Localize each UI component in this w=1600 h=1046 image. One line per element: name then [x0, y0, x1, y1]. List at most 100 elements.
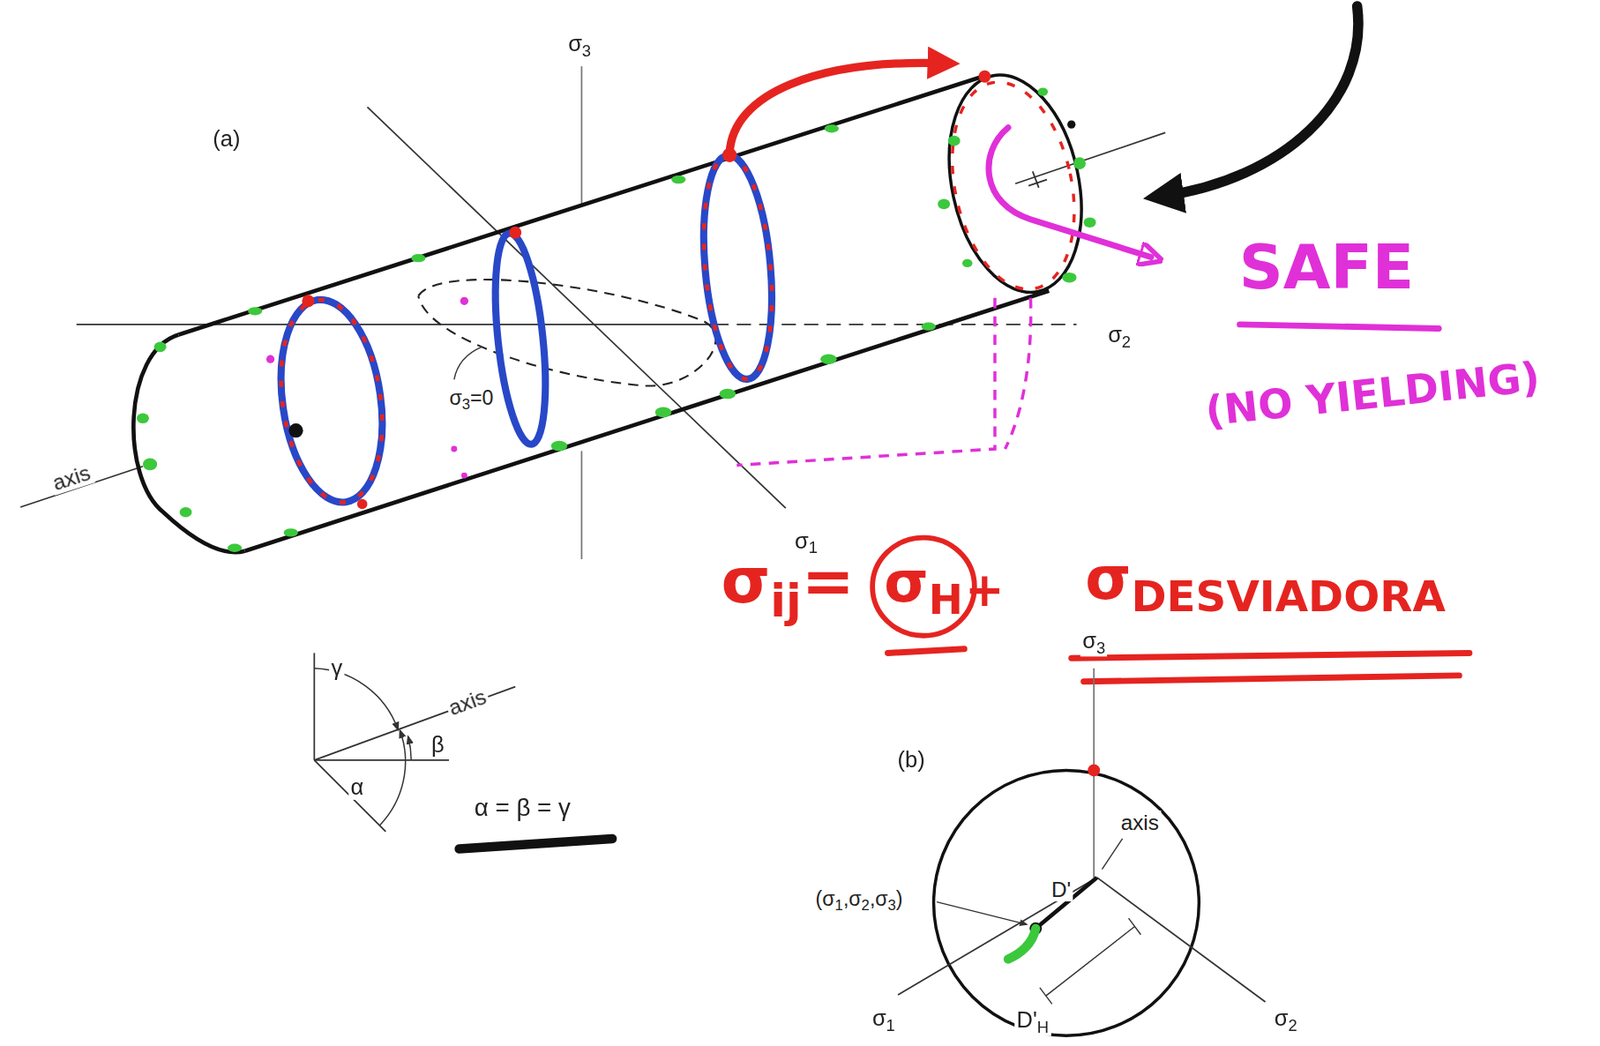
text-run: (NO YIELDING): [1203, 352, 1542, 435]
text-run: σ: [449, 386, 463, 409]
axis-line: [314, 759, 449, 762]
red-dot: [1087, 764, 1100, 778]
magenta-dot: [450, 446, 457, 453]
magenta-marks: [266, 297, 469, 479]
green-dot: [671, 175, 686, 184]
text-run: 3: [582, 42, 591, 60]
green-dot: [179, 507, 193, 518]
axis-line: [581, 450, 584, 560]
text-run: σ: [872, 1005, 887, 1032]
magenta-arrow: [988, 127, 1152, 258]
blue-section: [269, 292, 395, 509]
axis-label: γ: [328, 656, 344, 681]
text-run: =0: [470, 386, 494, 409]
angle-arc: [379, 730, 405, 826]
text-run: D': [1016, 1007, 1038, 1033]
axis-label: axis: [47, 459, 96, 495]
handwritten-note: σDESVIADORA: [1084, 546, 1446, 621]
green-dot: [1038, 87, 1049, 96]
cylinder-edge: [245, 291, 1050, 552]
axis-label: σ3: [1080, 628, 1108, 657]
projection-line: [1005, 298, 1032, 449]
angle-arc: [408, 736, 412, 761]
axis-label: α: [348, 775, 366, 800]
text-run: σ: [1082, 628, 1097, 654]
leader-line: [454, 346, 482, 380]
green-dot: [948, 135, 961, 147]
red-dot: [301, 294, 315, 307]
green-dot: [1061, 272, 1077, 284]
green-dot: [820, 353, 838, 365]
text-run: H: [1037, 1018, 1049, 1037]
text-run: SAFE: [1239, 231, 1415, 304]
axis-line: [1097, 877, 1266, 1002]
cylinder-edge: [178, 76, 983, 336]
axis-label: D': [1049, 877, 1074, 902]
red-dots: [695, 152, 780, 382]
text-run: ij: [770, 575, 801, 629]
axis-label: (a): [210, 127, 243, 153]
text-run: 1: [835, 897, 844, 914]
red-dot: [508, 226, 522, 240]
handwritten-note: σij=: [720, 546, 854, 628]
underline: [1084, 675, 1460, 682]
text-run: γ: [330, 655, 343, 681]
handwritten-note: (NO YIELDING): [1203, 353, 1542, 434]
text-run: H: [928, 575, 964, 624]
green-dot: [411, 254, 426, 262]
text-run: σ: [1274, 1005, 1289, 1032]
red-dot: [978, 70, 991, 83]
text-run: 2: [1287, 1016, 1297, 1034]
text-run: =: [801, 543, 855, 618]
text-run: axis: [49, 460, 93, 495]
stress-point: [1067, 120, 1076, 129]
stress-point: [288, 423, 303, 438]
green-dot: [551, 441, 569, 452]
text-run: (a): [212, 126, 240, 152]
text-run: α: [351, 774, 365, 800]
green-dot: [824, 124, 839, 133]
blue-section: [486, 231, 554, 448]
projection-line: [736, 298, 995, 466]
handwritten-note: +: [964, 563, 1005, 616]
green-dot: [655, 407, 673, 419]
green-path: [1008, 928, 1036, 960]
text-run: α = β = γ: [474, 793, 571, 822]
axis-label: β: [429, 732, 447, 758]
text-run: σ: [883, 548, 928, 615]
axis-label: σ3: [566, 31, 594, 60]
axis-label: (b): [895, 747, 928, 773]
magenta-dot: [266, 355, 275, 364]
green-dot: [962, 259, 973, 268]
circle-mark: [872, 538, 975, 636]
text-run: σ: [1084, 543, 1131, 614]
red-dot: [357, 499, 368, 510]
axis-line: [897, 877, 1098, 995]
text-run: ,σ: [869, 887, 889, 910]
axis-line: [366, 106, 786, 509]
cylinder-axis: [1015, 132, 1166, 184]
text-run: 3: [1096, 638, 1106, 657]
red-marks: [301, 70, 991, 509]
axis-line: [581, 66, 584, 204]
green-dot: [937, 199, 950, 210]
text-run: axis: [445, 684, 490, 720]
axis-line: [313, 652, 315, 760]
leader-line: [936, 902, 1027, 925]
green-dot: [136, 413, 150, 425]
magenta-dot: [460, 297, 469, 306]
black-arrow: [1163, 6, 1359, 196]
text-run: axis: [1121, 810, 1159, 835]
green-marks: [136, 87, 1096, 552]
yield-circle: [934, 770, 1200, 1036]
text-run: σ: [1107, 321, 1122, 348]
red-dots: [934, 70, 1093, 301]
cylinder-end: [930, 62, 1100, 305]
yield-ellipse: [418, 279, 716, 387]
green-dot: [284, 528, 299, 537]
green-dot: [154, 342, 167, 353]
green-dot: [1084, 216, 1097, 228]
axis-label: axis: [1118, 810, 1161, 835]
